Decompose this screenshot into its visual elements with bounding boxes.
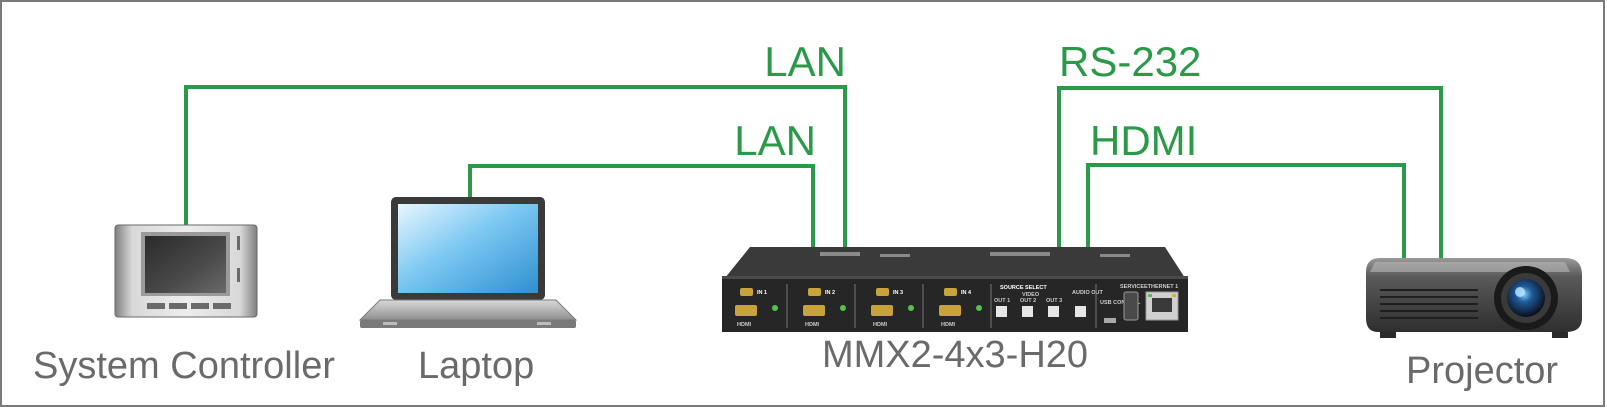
output-3-label: OUT 3 [1046, 298, 1062, 304]
input-3-label: IN 3 [893, 290, 903, 296]
input-1-label: IN 1 [757, 290, 767, 296]
output-2-button [1022, 306, 1033, 317]
video-label: VIDEO [1022, 292, 1040, 298]
output-2-label: OUT 2 [1020, 298, 1036, 304]
hdmi-port-label-3: HDMI [873, 322, 888, 328]
lan-label-controller: LAN [764, 38, 846, 85]
audio-out-button [1075, 306, 1086, 317]
hdmi-cable [1086, 163, 1406, 260]
matrix-label: MMX2-4x3-H20 [822, 334, 1088, 376]
laptop-icon [358, 197, 578, 328]
output-3-button [1048, 306, 1059, 317]
projector-label: Projector [1406, 350, 1558, 392]
matrix-switcher-icon: IN 1 HDMI IN 2 HDMI IN 3 HDMI IN 4 HDMI … [722, 247, 1188, 332]
lan-label-laptop: LAN [734, 117, 816, 164]
hdmi-port-label-1: HDMI [737, 322, 752, 328]
ethernet-label: ETHERNET 1 [1144, 284, 1178, 290]
source-select-label: SOURCE SELECT [1000, 285, 1047, 291]
hdmi-port-label-4: HDMI [941, 322, 956, 328]
lan-cable-controller [184, 85, 847, 252]
hdmi-port-label-2: HDMI [805, 322, 820, 328]
cable-group [184, 85, 1443, 260]
system-controller-label: System Controller [33, 345, 335, 387]
rs232-label: RS-232 [1059, 38, 1201, 85]
output-1-button [996, 306, 1007, 317]
output-1-label: OUT 1 [994, 298, 1010, 304]
rs232-cable [1057, 86, 1443, 260]
usb-control-label: USB CONTROL [1100, 300, 1141, 306]
projector-icon [1366, 258, 1582, 338]
input-2-label: IN 2 [825, 290, 835, 296]
lan-cable-laptop [468, 164, 815, 252]
service-label: SERVICE [1120, 284, 1144, 290]
audio-out-label: AUDIO OUT [1072, 290, 1104, 296]
input-4-label: IN 4 [961, 290, 972, 296]
hdmi-label: HDMI [1090, 117, 1197, 164]
laptop-label: Laptop [418, 345, 534, 387]
system-controller-icon [114, 224, 258, 318]
